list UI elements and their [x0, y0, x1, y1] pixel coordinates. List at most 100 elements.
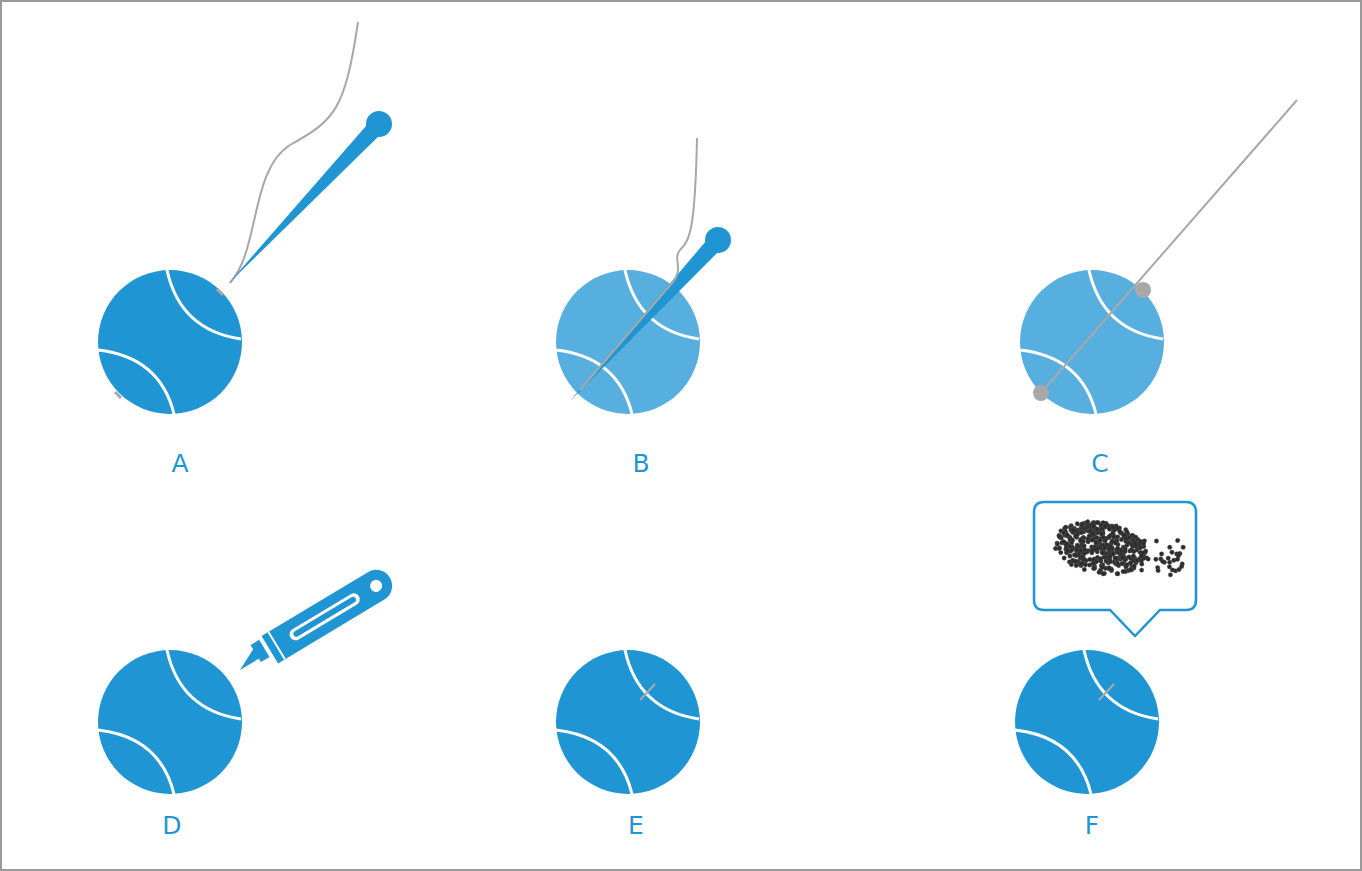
pellet — [1139, 568, 1143, 572]
utility-knife — [231, 564, 398, 682]
pellet — [1115, 561, 1119, 565]
pellet — [1065, 533, 1069, 537]
pellet — [1107, 566, 1111, 570]
pellet — [1115, 572, 1119, 576]
pellet — [1074, 553, 1078, 557]
pellet — [1160, 559, 1164, 563]
pellet — [1053, 546, 1057, 550]
pellet — [1073, 559, 1077, 563]
tennis-ball — [1020, 270, 1164, 414]
pellet — [1065, 533, 1069, 537]
pellet — [1101, 572, 1105, 576]
pellet — [1156, 568, 1160, 572]
pellet — [1179, 564, 1183, 568]
pellet — [1175, 538, 1179, 542]
pellet — [1070, 538, 1074, 542]
pellet — [1129, 567, 1133, 571]
pellet — [1080, 523, 1084, 527]
tennis-ball — [98, 270, 242, 414]
pellet — [1092, 566, 1096, 570]
pellet — [1088, 557, 1092, 561]
pellet — [1154, 539, 1158, 543]
pellet — [1132, 549, 1136, 553]
pellet — [1062, 556, 1066, 560]
pellet — [1115, 535, 1119, 539]
pellet — [1065, 533, 1069, 537]
pellet — [1064, 525, 1068, 529]
pellet — [1167, 560, 1171, 564]
pellet — [1100, 551, 1104, 555]
callout-bubble — [1034, 502, 1196, 636]
pellet — [1102, 545, 1106, 549]
pellet — [1176, 554, 1180, 558]
needle-head — [705, 227, 731, 253]
pellet — [1108, 545, 1112, 549]
pellet — [1069, 562, 1073, 566]
panel-letter: F — [1062, 811, 1122, 841]
pellet — [1068, 554, 1072, 558]
tennis-ball — [556, 650, 700, 794]
pellet-pile — [1053, 520, 1185, 578]
pellet — [1091, 561, 1095, 565]
pellet — [1140, 554, 1144, 558]
pellet — [1167, 565, 1171, 569]
pellet — [1080, 522, 1084, 526]
panel-letter: C — [1070, 449, 1130, 479]
pellet — [1080, 522, 1084, 526]
pellet — [1078, 538, 1082, 542]
pellet — [1154, 557, 1158, 561]
pellet — [1090, 532, 1094, 536]
pellet — [1124, 536, 1128, 540]
pellet — [1114, 556, 1118, 560]
pellet — [1113, 541, 1117, 545]
pellet — [1080, 530, 1084, 534]
pellet — [1092, 524, 1096, 528]
pellet — [1172, 558, 1176, 562]
pellet — [1120, 556, 1124, 560]
pellet — [1067, 544, 1071, 548]
pellet — [1064, 533, 1068, 537]
pellet — [1094, 547, 1098, 551]
pellet — [1100, 565, 1104, 569]
pellet — [1085, 520, 1089, 524]
pellet — [1116, 546, 1120, 550]
pellet — [1061, 539, 1065, 543]
pellet — [1075, 548, 1079, 552]
panel-letter: D — [142, 811, 202, 841]
pellet — [1108, 559, 1112, 563]
pellet — [1100, 550, 1104, 554]
pellet — [1107, 527, 1111, 531]
pellet — [1090, 538, 1094, 542]
pellet — [1132, 564, 1136, 568]
pellet — [1181, 545, 1185, 549]
pellet — [1085, 537, 1089, 541]
panel-letter: B — [611, 449, 671, 479]
pellet — [1131, 554, 1135, 558]
pellet — [1099, 556, 1103, 560]
pellet — [1146, 557, 1150, 561]
pellet — [1071, 528, 1075, 532]
pellet — [1115, 561, 1119, 565]
pellet — [1111, 552, 1115, 556]
pellet — [1168, 545, 1172, 549]
pellet — [1099, 532, 1103, 536]
pellet — [1170, 550, 1174, 554]
pellet — [1133, 542, 1137, 546]
pellet — [1074, 553, 1078, 557]
pellet — [1100, 550, 1104, 554]
pellet — [1083, 562, 1087, 566]
pellet — [1055, 541, 1059, 545]
pellet — [1168, 573, 1172, 577]
pellet — [1057, 534, 1061, 538]
pellet — [1065, 548, 1069, 552]
pellet — [1159, 552, 1163, 556]
pellet — [1125, 563, 1129, 567]
pellet — [1138, 546, 1142, 550]
pellet — [1118, 529, 1122, 533]
pellet — [1082, 567, 1086, 571]
pellet — [1140, 562, 1144, 566]
pellet — [1082, 543, 1086, 547]
pellet — [1127, 555, 1131, 559]
